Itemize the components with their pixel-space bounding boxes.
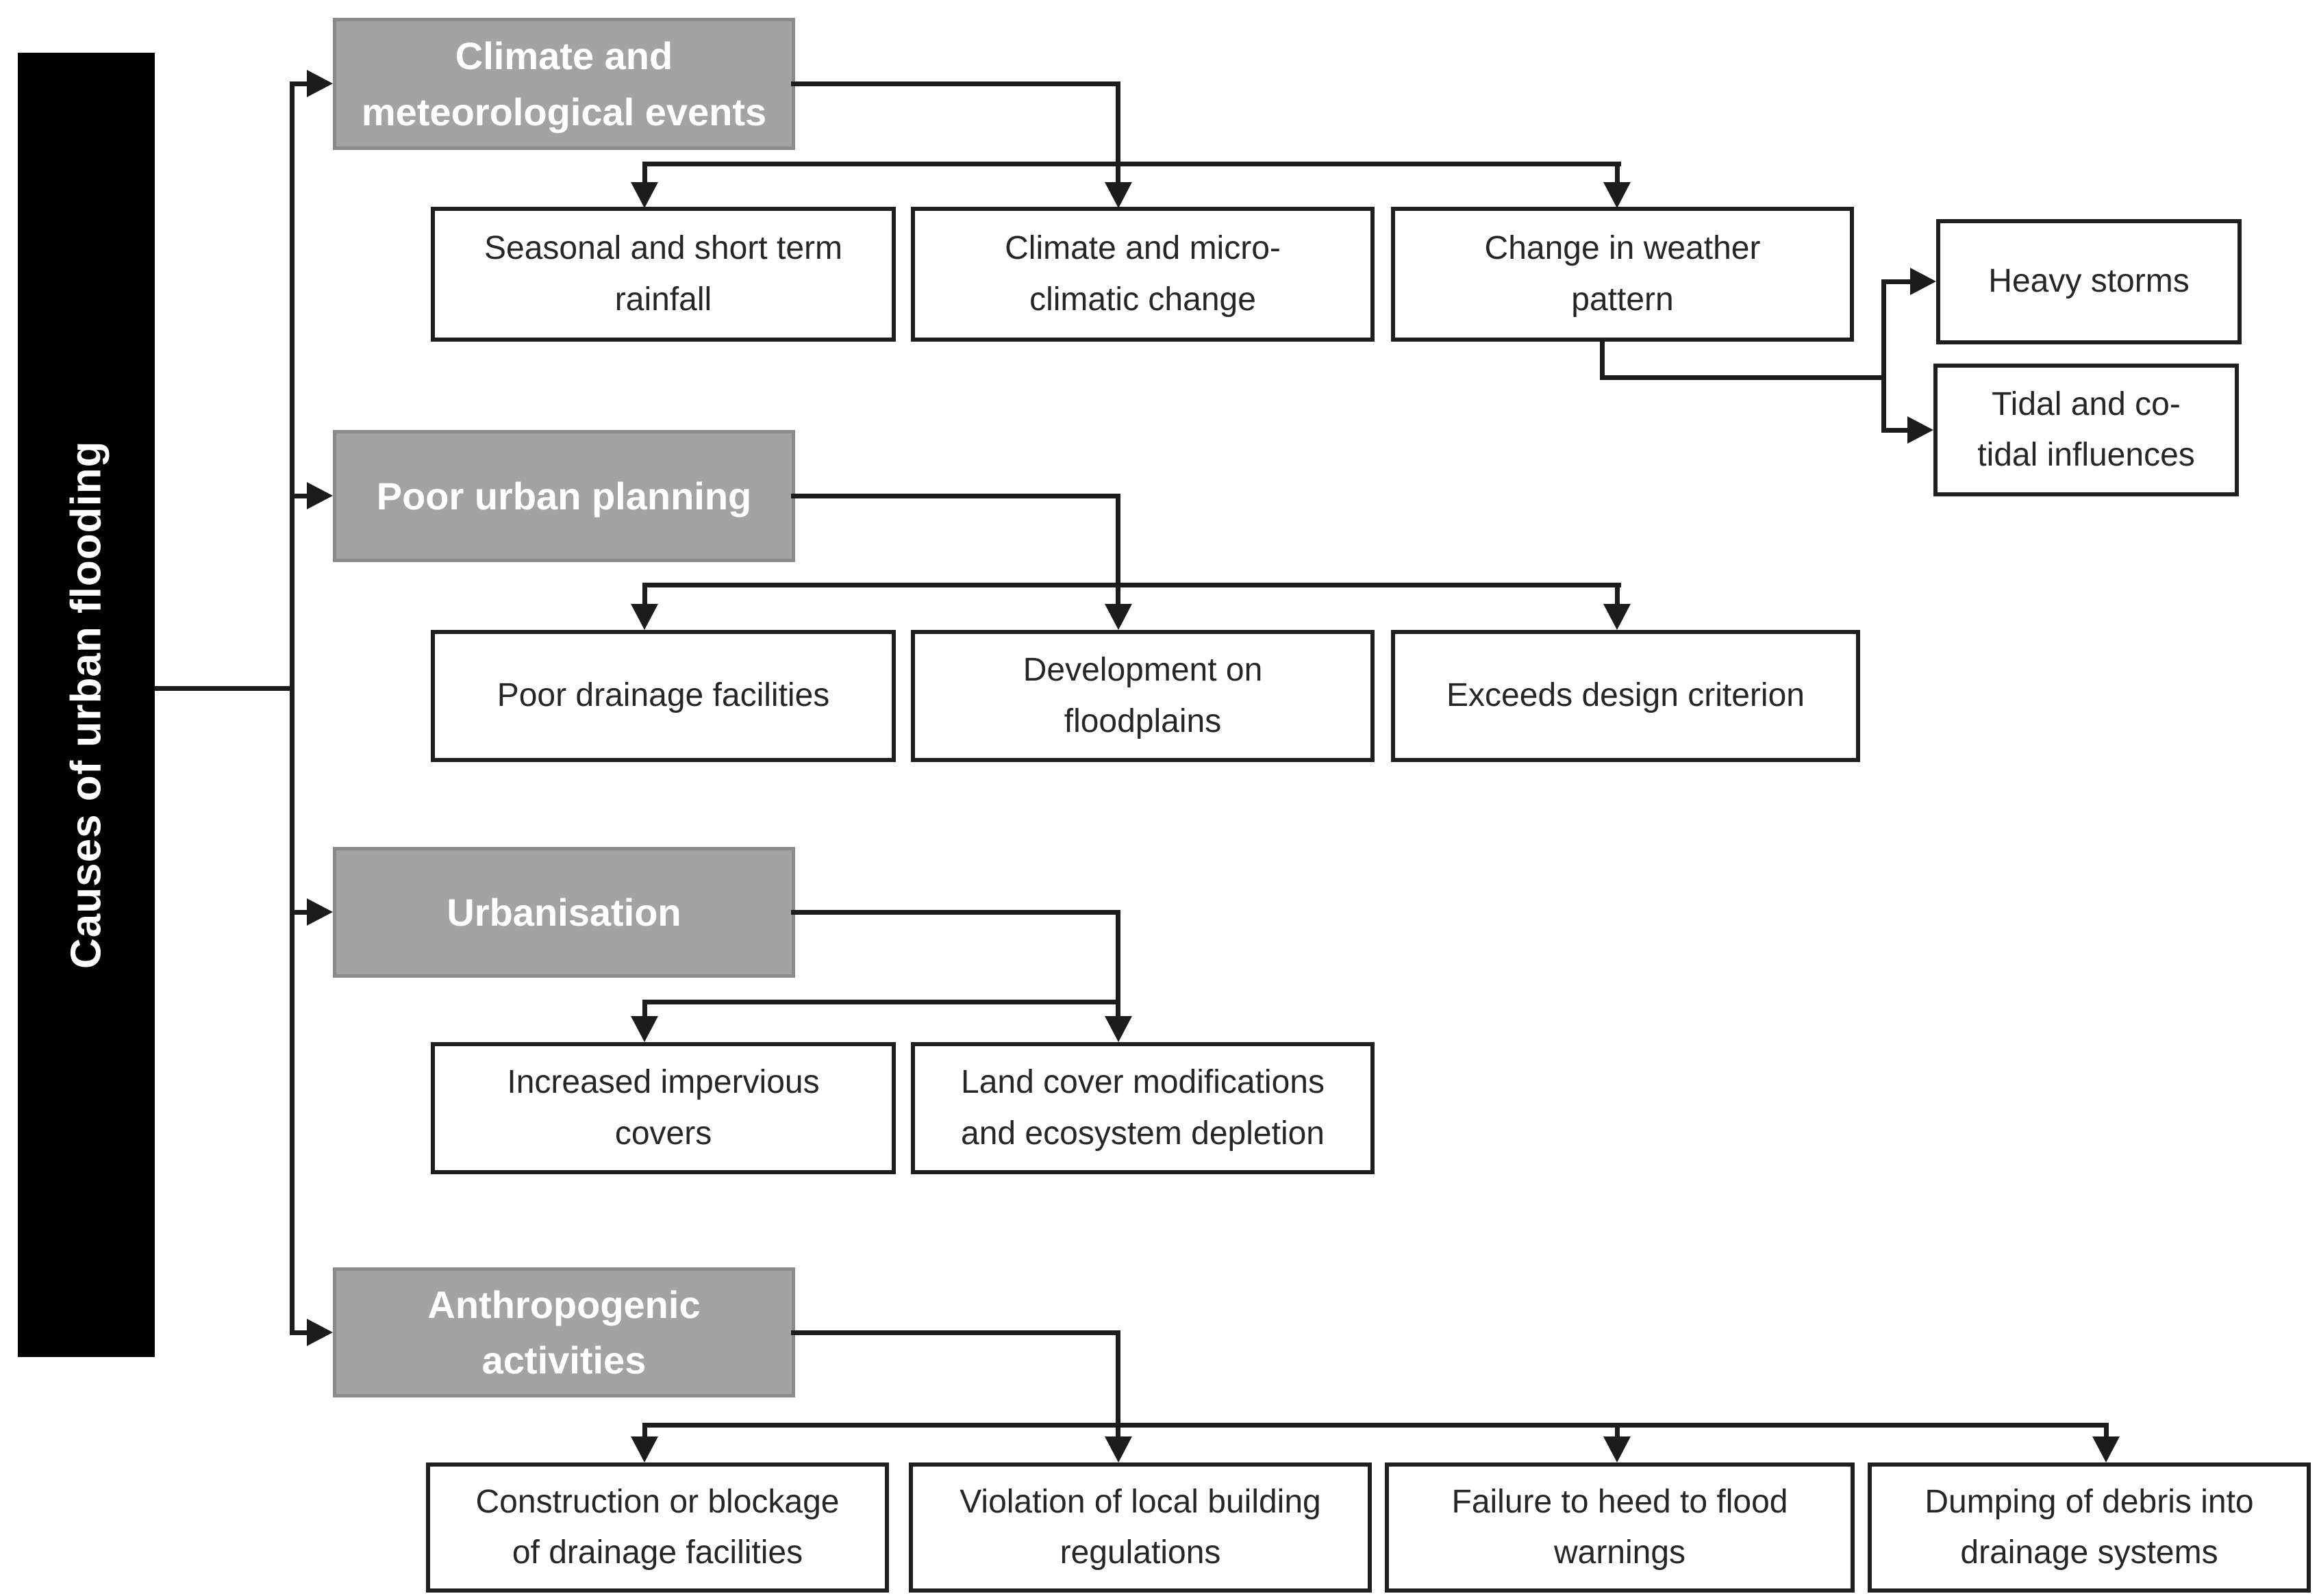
- node-development-on-floodplains: Development on floodplains: [911, 630, 1375, 762]
- arrow-down-icon: [631, 182, 658, 208]
- arrow-down-icon: [631, 1016, 658, 1042]
- weather-sub-stub-line: [1881, 428, 1909, 433]
- arrow-down-icon: [631, 1436, 658, 1462]
- node-poor-drainage-facilities: Poor drainage facilities: [431, 630, 896, 762]
- category-poor-urban-planning: Poor urban planning: [333, 430, 795, 562]
- arrow-down-icon: [1105, 1436, 1132, 1462]
- trunk-branch-line: [290, 494, 308, 498]
- arrow-down-icon: [1603, 1436, 1631, 1462]
- g3-stub-line: [642, 1000, 647, 1017]
- node-tidal-co-tidal-influences: Tidal and co- tidal influences: [1933, 364, 2239, 496]
- arrow-down-icon: [1105, 182, 1132, 208]
- g2-distribution-line: [642, 583, 1621, 587]
- g4-drop-line: [1116, 1330, 1120, 1428]
- g4-stub-line: [2104, 1423, 2109, 1438]
- trunk-branch-line: [290, 1330, 308, 1335]
- node-heavy-storms: Heavy storms: [1936, 219, 2242, 344]
- g2-stub-line: [642, 583, 647, 605]
- trunk-line: [290, 81, 294, 1335]
- g3-exit-line: [791, 910, 1120, 915]
- g1-drop-line: [1116, 81, 1120, 168]
- node-seasonal-short-term-rainfall: Seasonal and short term rainfall: [431, 207, 896, 342]
- g2-stub-line: [1615, 583, 1620, 605]
- category-urbanisation: Urbanisation: [333, 847, 795, 978]
- g3-stub-line: [1116, 1000, 1120, 1017]
- category-anthropogenic-activities: Anthropogenic activities: [333, 1267, 795, 1397]
- g1-exit-line: [791, 81, 1120, 86]
- g2-exit-line: [791, 494, 1120, 498]
- g3-drop-line: [1116, 910, 1120, 1004]
- arrow-right-icon: [307, 70, 333, 97]
- node-failure-heed-flood-warnings: Failure to heed to flood warnings: [1385, 1462, 1855, 1593]
- arrow-right-icon: [1907, 416, 1933, 444]
- arrow-right-icon: [1910, 268, 1936, 295]
- root-feeder-line: [155, 686, 290, 691]
- node-change-in-weather-pattern: Change in weather pattern: [1391, 207, 1854, 342]
- category-climate-meteorological: Climate and meteorological events: [333, 18, 795, 150]
- g1-stub-line: [642, 162, 647, 183]
- g1-stub-line: [1116, 162, 1120, 183]
- g4-exit-line: [791, 1330, 1120, 1335]
- arrow-right-icon: [307, 1319, 333, 1346]
- weather-sub-across-line: [1600, 375, 1886, 380]
- g4-distribution-line: [642, 1423, 2109, 1428]
- node-dumping-debris-drainage: Dumping of debris into drainage systems: [1868, 1462, 2311, 1593]
- arrow-right-icon: [307, 482, 333, 509]
- node-violation-building-regulations: Violation of local building regulations: [909, 1462, 1372, 1593]
- g1-distribution-line: [642, 162, 1621, 166]
- node-exceeds-design-criterion: Exceeds design criterion: [1391, 630, 1860, 762]
- arrow-down-icon: [631, 604, 658, 630]
- node-construction-or-blockage: Construction or blockage of drainage fac…: [426, 1462, 889, 1593]
- g2-drop-line: [1116, 494, 1120, 587]
- node-increased-impervious-covers: Increased impervious covers: [431, 1042, 896, 1174]
- g4-stub-line: [1615, 1423, 1620, 1438]
- weather-sub-riser-line: [1881, 279, 1886, 433]
- trunk-branch-line: [290, 81, 308, 86]
- node-climate-micro-climatic-change: Climate and micro- climatic change: [911, 207, 1375, 342]
- arrow-down-icon: [1603, 182, 1631, 208]
- g2-stub-line: [1116, 583, 1120, 605]
- arrow-down-icon: [1105, 604, 1132, 630]
- root-label-bar: Causes of urban flooding: [18, 53, 155, 1357]
- g3-distribution-line: [642, 1000, 1120, 1004]
- g1-stub-line: [1615, 162, 1620, 183]
- arrow-down-icon: [1105, 1016, 1132, 1042]
- arrow-down-icon: [1603, 604, 1631, 630]
- weather-sub-drop-line: [1600, 339, 1605, 380]
- trunk-branch-line: [290, 910, 308, 915]
- g4-stub-line: [1116, 1423, 1120, 1438]
- arrow-down-icon: [2092, 1436, 2120, 1462]
- arrow-right-icon: [307, 898, 333, 926]
- g4-stub-line: [642, 1423, 647, 1438]
- weather-sub-stub-line: [1881, 279, 1911, 284]
- node-land-cover-modifications: Land cover modifications and ecosystem d…: [911, 1042, 1375, 1174]
